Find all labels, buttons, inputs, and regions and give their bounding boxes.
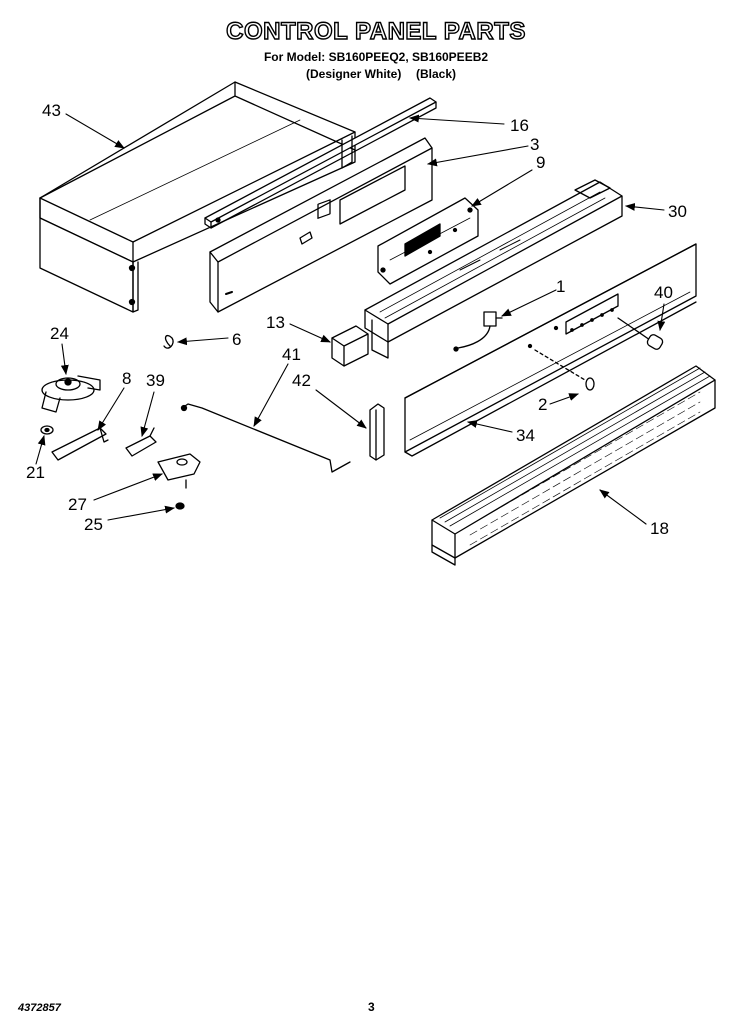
callout-16: 16: [510, 116, 529, 135]
part-41-rod: [180, 403, 351, 473]
callout-25: 25: [84, 515, 103, 534]
part-24-motor: [41, 375, 101, 413]
callout-1: 1: [556, 277, 565, 296]
callout-18: 18: [650, 519, 669, 538]
callout-9: 9: [536, 153, 545, 172]
part-9-control-board: [377, 197, 479, 285]
callout-30: 30: [668, 202, 687, 221]
part-42-clip: [369, 403, 385, 461]
part-1-switch: [453, 311, 503, 352]
part-13-bracket: [331, 325, 369, 367]
document-number: 4372857: [18, 1002, 61, 1014]
callout-13: 13: [266, 313, 285, 332]
callout-39: 39: [146, 371, 165, 390]
part-27-plate: [157, 453, 201, 489]
part-34-front-panel: [404, 243, 697, 457]
part-30-panel-housing: [364, 179, 623, 359]
color-variant-1: (Designer White): [306, 67, 402, 81]
callout-34: 34: [516, 426, 535, 445]
part-8-bracket: [51, 427, 109, 461]
part-18-vent-trim: [431, 365, 716, 566]
part-6-spring-clip: [163, 334, 174, 349]
page-title: CONTROL PANEL PARTS: [225, 17, 526, 45]
callout-40: 40: [654, 283, 673, 302]
leader-lines: [35, 113, 666, 525]
callout-labels: 43 16 3 9 30 1 40 24 6 13 41 42 8 39 2 3…: [26, 101, 687, 538]
callout-24: 24: [50, 324, 69, 343]
part-2-lens: [534, 349, 595, 391]
callout-2: 2: [538, 395, 547, 414]
part-25-screw: [175, 502, 185, 510]
callout-42: 42: [292, 371, 311, 390]
part-39-latch: [125, 427, 157, 457]
part-40-indicator: [617, 317, 664, 350]
part-21-wheel: [40, 425, 54, 435]
callout-8: 8: [122, 369, 131, 388]
color-variant-2: (Black): [416, 67, 457, 81]
callout-21: 21: [26, 463, 45, 482]
callout-6: 6: [232, 330, 241, 349]
model-line: For Model: SB160PEEQ2, SB160PEEB2: [263, 50, 489, 64]
part-43-drawer-box: [39, 81, 356, 313]
page-number: 3: [368, 1000, 375, 1014]
callout-41: 41: [282, 345, 301, 364]
callout-3: 3: [530, 135, 539, 154]
callout-27: 27: [68, 495, 87, 514]
part-3-panel-bracket: [209, 137, 433, 313]
callout-43: 43: [42, 101, 61, 120]
part-16-rail: [204, 97, 437, 229]
